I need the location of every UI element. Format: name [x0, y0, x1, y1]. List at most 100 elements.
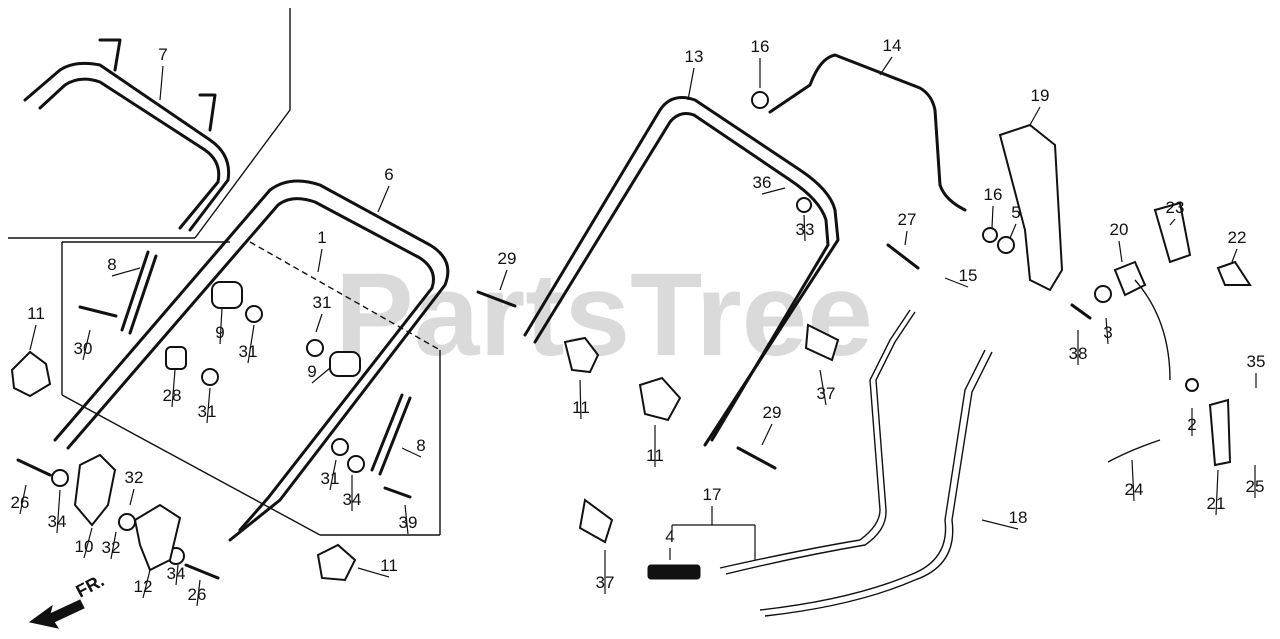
callout-number: 35: [1247, 352, 1266, 371]
callout-number: 29: [498, 249, 517, 268]
callout-leader: [1009, 223, 1017, 239]
callout-leader: [1169, 218, 1176, 226]
callout-leader: [129, 488, 135, 506]
callout-number: 23: [1166, 198, 1185, 217]
callout-number: 10: [75, 537, 94, 556]
callout-number: 1: [317, 228, 326, 247]
callout-number: 8: [416, 436, 425, 455]
callout-leader: [499, 269, 508, 291]
callout-leader: [761, 423, 773, 446]
callout-number: 14: [883, 36, 902, 55]
callout-leader: [1105, 317, 1109, 345]
callout-number: 3: [1103, 323, 1112, 342]
callout-number: 36: [753, 173, 772, 192]
callout-number: 31: [321, 469, 340, 488]
callout-number: 5: [1011, 203, 1020, 222]
callout-leader: [110, 531, 117, 560]
callout-leader: [904, 230, 908, 246]
callout-number: 16: [984, 185, 1003, 204]
callout-number: 11: [572, 398, 590, 417]
lever-part-14: [768, 53, 967, 212]
handle-part-13: [523, 96, 840, 447]
callout-number: 39: [399, 513, 418, 532]
callout-number: 11: [646, 446, 664, 465]
callout-number: 11: [27, 304, 45, 323]
front-arrow-icon: [28, 599, 85, 629]
callout-leader: [803, 214, 806, 242]
callout-number: 22: [1228, 228, 1247, 247]
callout-number: 34: [343, 490, 362, 509]
callout-number: 28: [163, 386, 182, 405]
clip-parts-37: [578, 323, 840, 544]
callout-leader: [1131, 459, 1135, 502]
right-side-small-parts: [1107, 201, 1252, 467]
callout-leader: [579, 379, 582, 420]
callout-number: 13: [685, 47, 704, 66]
upper-handle-part-7: [23, 38, 231, 232]
callout-number: 32: [125, 468, 144, 487]
callout-number: 31: [313, 293, 332, 312]
callout-number: 9: [215, 323, 224, 342]
callout-number: 12: [134, 577, 153, 596]
front-direction-indicator: FR.: [28, 570, 107, 629]
callout-number: 17: [703, 485, 722, 504]
callout-number: 33: [796, 220, 815, 239]
callout-leader: [82, 329, 91, 361]
callout-leader: [19, 484, 27, 515]
callout-leader: [1215, 469, 1219, 516]
callout-number: 34: [48, 512, 67, 531]
callout-number: 29: [763, 403, 782, 422]
callout-leader: [111, 267, 141, 277]
callout-number: 9: [307, 362, 316, 381]
callout-number: 21: [1207, 494, 1226, 513]
callout-number: 37: [596, 573, 615, 592]
callout-leader: [981, 519, 1019, 530]
front-direction-label: FR.: [72, 570, 107, 601]
callout-number: 6: [384, 165, 393, 184]
callout-number: 11: [380, 556, 398, 575]
cable-part-17: [719, 309, 916, 575]
callout-leader: [991, 205, 994, 229]
callout-number: 26: [188, 585, 207, 604]
callout-number: 20: [1110, 220, 1129, 239]
callout-number: 27: [898, 210, 917, 229]
callout-leader: [377, 185, 390, 213]
callout-number: 18: [1009, 508, 1028, 527]
callout-leader: [357, 567, 390, 578]
callout-number: 24: [1125, 480, 1144, 499]
callout-number: 32: [102, 538, 121, 557]
callout-leader: [317, 248, 323, 273]
callout-leader: [171, 369, 176, 408]
control-arm-part-19: [998, 123, 1064, 292]
lower-brackets-parts-10-12: [73, 453, 182, 572]
callout-leader: [687, 67, 695, 101]
callout-leader: [879, 56, 893, 76]
callout-number: 37: [817, 384, 836, 403]
hardware-small-parts: [16, 91, 1112, 580]
cable-part-18: [759, 349, 993, 617]
callout-number: 4: [665, 527, 674, 546]
spring-part-4: [647, 564, 701, 580]
callout-leader: [56, 489, 61, 534]
callout-leader: [219, 307, 223, 345]
callout-leader: [206, 387, 211, 424]
callout-number: 30: [74, 339, 93, 358]
watermark-text: PartsTree: [335, 249, 873, 381]
callout-leader: [315, 313, 323, 333]
brace-part-8-lower: [370, 393, 412, 476]
callout-leader: [83, 527, 93, 559]
callout-number: 2: [1187, 415, 1196, 434]
callout-leader: [175, 564, 179, 586]
callout-number: 26: [11, 493, 30, 512]
callout-leader: [196, 579, 201, 607]
callout-leader: [247, 324, 255, 364]
callout-number: 16: [751, 37, 770, 56]
bracket-part-17: [671, 512, 756, 560]
callout-number: 34: [167, 564, 186, 583]
callout-leader: [329, 459, 337, 491]
callout-leader: [159, 65, 164, 101]
callout-leaders: [19, 56, 1257, 607]
callout-leader: [29, 324, 37, 351]
